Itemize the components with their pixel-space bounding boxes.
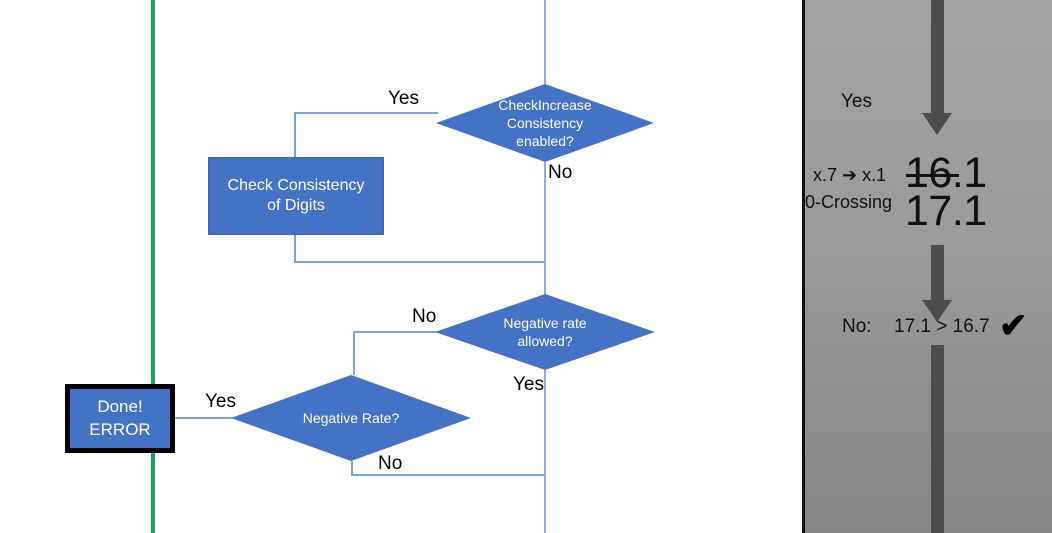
edge-label-yes-negative-allowed: Yes	[513, 374, 544, 395]
edge-label-yes-negative-rate: Yes	[205, 391, 236, 412]
connector-decision3-yes-to-done	[174, 417, 233, 419]
panel-value-after: 17.1	[905, 187, 987, 235]
down-arrow-icon-middle	[922, 300, 952, 322]
panel-comparison: 17.1 > 16.7	[894, 316, 990, 337]
connector-decision1-yes-down	[294, 112, 296, 157]
connector-top-spine	[544, 0, 546, 84]
connector-process-down	[294, 235, 296, 262]
panel-arrow-shaft-top	[931, 0, 944, 118]
diamond-shape	[436, 84, 654, 162]
panel-value-before-wrapper: 16.1	[905, 152, 987, 195]
panel-result-prefix: No:	[842, 316, 872, 337]
decision-check-increase-consistency[interactable]: CheckIncrease Consistency enabled?	[436, 84, 654, 162]
diamond-shape	[435, 294, 655, 370]
green-vertical-rule	[151, 0, 155, 533]
connector-decision1-yes-horizontal	[294, 112, 438, 114]
panel-arrow-shaft-bottom	[931, 345, 944, 533]
edge-label-yes-check-increase: Yes	[388, 88, 419, 109]
panel-zero-crossing-label: 0-Crossing	[805, 192, 893, 212]
connector-decision2-yes-spine	[544, 370, 546, 533]
edge-label-no-negative-allowed: No	[412, 306, 437, 327]
annotation-panel: Yes x.7 ➔ x.1 0-Crossing 16.1 17.1 No: 1…	[802, 0, 1052, 533]
process-check-consistency-of-digits[interactable]: Check Consistency of Digits	[208, 157, 384, 235]
process-check-consistency-label: Check Consistency of Digits	[227, 176, 365, 214]
decision-negative-rate[interactable]: Negative Rate?	[231, 375, 471, 461]
terminal-done-error-label: Done! ERROR	[89, 397, 151, 439]
panel-arrow-shaft-middle	[931, 245, 944, 305]
connector-decision2-no-down	[353, 331, 355, 375]
connector-decision3-no-rejoin-spine	[351, 474, 545, 476]
edge-label-no-negative-rate: No	[378, 453, 403, 474]
decision-negative-rate-allowed[interactable]: Negative rate allowed?	[435, 294, 655, 370]
check-icon: ✔	[999, 307, 1028, 345]
connector-process-rejoin-spine	[294, 261, 545, 263]
edge-label-no-check-increase: No	[548, 162, 573, 183]
connector-decision3-no-down	[351, 461, 353, 475]
down-arrow-icon-top	[922, 113, 952, 135]
panel-rounding-label: x.7 ➔ x.1	[813, 165, 887, 185]
diamond-shape	[231, 375, 471, 461]
connector-decision1-no-spine	[544, 162, 546, 295]
connector-decision2-no-horizontal	[353, 331, 437, 333]
panel-value-before: 16.1	[905, 149, 987, 197]
panel-branch-label: Yes	[841, 91, 872, 112]
strikethrough-line	[906, 174, 959, 178]
panel-value-before-strikewrap: 16.1	[905, 152, 987, 195]
terminal-done-error[interactable]: Done! ERROR	[65, 384, 175, 453]
